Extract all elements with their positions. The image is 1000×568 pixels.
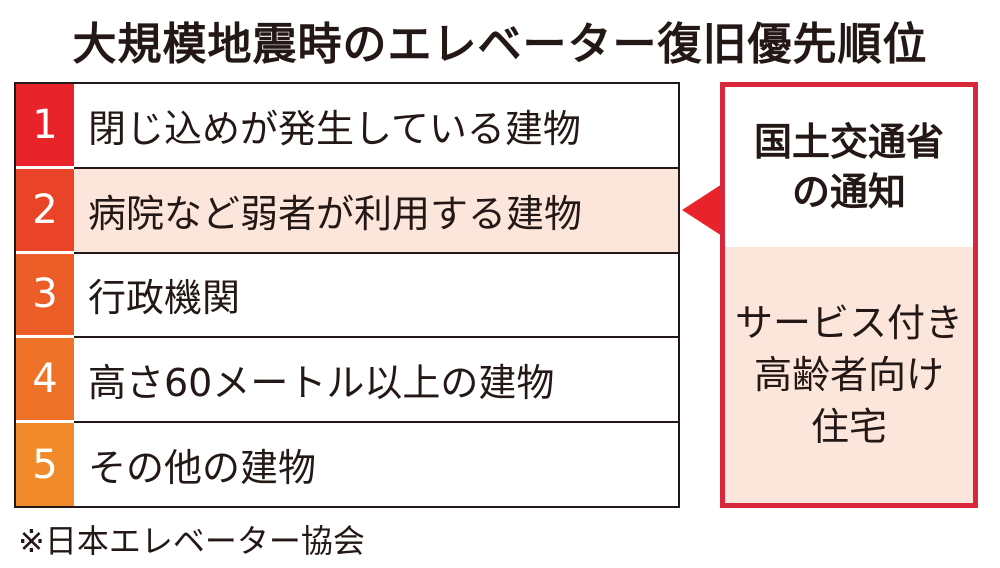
rank-badge: 3 bbox=[16, 253, 74, 339]
priority-row-1: 1 閉じ込めが発生している建物 bbox=[16, 84, 678, 169]
notice-box: 国土交通省の通知 サービス付き高齢者向け住宅 bbox=[720, 82, 978, 508]
source-footnote: ※日本エレベーター協会 bbox=[18, 522, 365, 560]
rank-badge: 2 bbox=[16, 168, 74, 254]
notice-source: 国土交通省の通知 bbox=[725, 87, 973, 247]
pointer-arrow-icon bbox=[682, 184, 722, 236]
notice-target: サービス付き高齢者向け住宅 bbox=[725, 247, 973, 503]
notice-source-line: 国土交通省 bbox=[753, 119, 944, 164]
rank-badge: 4 bbox=[16, 338, 74, 424]
notice-target-line: サービス付き bbox=[734, 301, 963, 345]
priority-label: その他の建物 bbox=[88, 446, 317, 491]
priority-row-4: 4 高さ60メートル以上の建物 bbox=[16, 338, 678, 424]
notice-source-line: の通知 bbox=[791, 169, 906, 214]
rank-badge: 1 bbox=[16, 84, 74, 169]
priority-label: 行政機関 bbox=[88, 276, 241, 321]
notice-target-line: 高齢者向け bbox=[753, 353, 944, 397]
notice-target-line: 住宅 bbox=[810, 405, 887, 449]
priority-label: 病院など弱者が利用する建物 bbox=[74, 168, 678, 252]
priority-label: 高さ60メートル以上の建物 bbox=[88, 361, 555, 406]
rank-badge: 5 bbox=[16, 423, 74, 506]
priority-row-5: 5 その他の建物 bbox=[16, 423, 678, 506]
chart-title: 大規模地震時のエレベーター復旧優先順位 bbox=[72, 19, 928, 70]
priority-row-3: 3 行政機関 bbox=[16, 253, 678, 339]
priority-label: 閉じ込めが発生している建物 bbox=[88, 106, 581, 151]
